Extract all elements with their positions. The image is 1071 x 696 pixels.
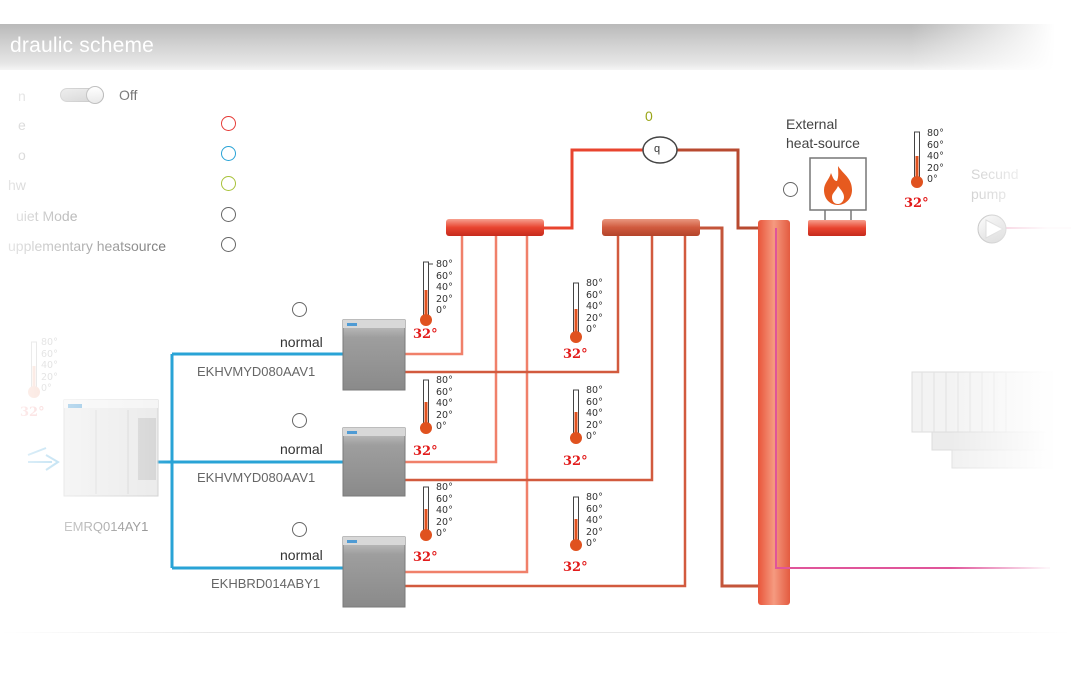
indoor-unit-2-return-temperature: 32°: [563, 454, 588, 469]
flow-meter-value: 0: [645, 108, 653, 124]
supply-header: [446, 219, 544, 236]
indoor-unit-1-mode: normal: [280, 334, 323, 350]
header-return-line: [700, 226, 760, 588]
bottom-divider: [0, 632, 1071, 633]
thermometer-icon: [28, 131, 923, 551]
header-fade: [911, 24, 1071, 70]
supply-lines: [405, 236, 529, 574]
external-heat-source-indicator[interactable]: [783, 182, 798, 197]
indoor-unit-1-model: EKHVMYD080AAV1: [197, 364, 316, 379]
thermometer-scale: 80°60°40°20°0°: [586, 492, 603, 550]
secondary-pump-label-2: pump: [971, 186, 1007, 202]
indoor-unit-2-mode: normal: [280, 441, 323, 457]
indoor-unit-1-temperature: 32°: [413, 327, 438, 342]
thermometer-scale: 80°60°40°20°0°: [586, 385, 603, 443]
indoor-unit-3-indicator[interactable]: [292, 522, 307, 537]
buffer-vessel: [758, 220, 790, 605]
flow-line-in: [544, 148, 643, 230]
flow-meter[interactable]: [642, 136, 678, 164]
flow-meter-symbol: q: [654, 143, 661, 155]
indoor-unit-3[interactable]: [342, 536, 406, 608]
outdoor-unit-model: EMRQ014AY1: [64, 519, 149, 534]
thermometer-scale: 80°60°40°20°0°: [586, 278, 603, 336]
thermometer-scale: 80°60°40°20°0°: [436, 482, 453, 540]
thermometer-scale: 80°60°40°20°0°: [436, 259, 453, 317]
external-heat-source-temperature: 32°: [904, 196, 929, 211]
indoor-unit-1-return-temperature: 32°: [563, 347, 588, 362]
thermometer-scale: 80°60°40°20°0°: [41, 337, 58, 395]
thermometer-scale: 80°60°40°20°0°: [927, 128, 944, 186]
airflow-arrow-icon: [27, 447, 60, 471]
indoor-unit-1[interactable]: [342, 319, 406, 391]
refrigerant-lines: [157, 352, 346, 570]
outdoor-unit[interactable]: [63, 399, 159, 497]
legend-quiet-mode-indicator[interactable]: [221, 207, 236, 222]
flame-icon: [824, 166, 852, 205]
external-heat-source-label-2: heat-source: [786, 135, 860, 151]
indoor-unit-3-temperature: 32°: [413, 550, 438, 565]
indoor-unit-2-model: EKHVMYD080AAV1: [197, 470, 316, 485]
indoor-unit-2-indicator[interactable]: [292, 413, 307, 428]
return-header: [602, 219, 700, 236]
indoor-unit-2[interactable]: [342, 427, 406, 497]
indoor-unit-3-mode: normal: [280, 547, 323, 563]
thermometer-scale: 80°60°40°20°0°: [436, 375, 453, 433]
page-title: draulic scheme: [10, 34, 155, 57]
legend-heating-indicator[interactable]: [221, 116, 236, 131]
external-heat-source-label: External: [786, 116, 838, 132]
indoor-unit-2-temperature: 32°: [413, 444, 438, 459]
return-lines: [405, 236, 687, 588]
legend-supplementary-indicator[interactable]: [221, 237, 236, 252]
outdoor-unit-temperature: 32°: [20, 405, 45, 420]
flow-line-out: [676, 148, 762, 230]
legend-cooling-indicator[interactable]: [221, 146, 236, 161]
indoor-unit-1-indicator[interactable]: [292, 302, 307, 317]
radiator: [911, 371, 1053, 469]
indoor-unit-3-model: EKHBRD014ABY1: [211, 576, 321, 591]
secondary-pump-label: Secund: [971, 166, 1019, 182]
header-bar: draulic scheme: [0, 24, 1071, 70]
legend-dhw-indicator[interactable]: [221, 176, 236, 191]
indoor-unit-3-return-temperature: 32°: [563, 560, 588, 575]
